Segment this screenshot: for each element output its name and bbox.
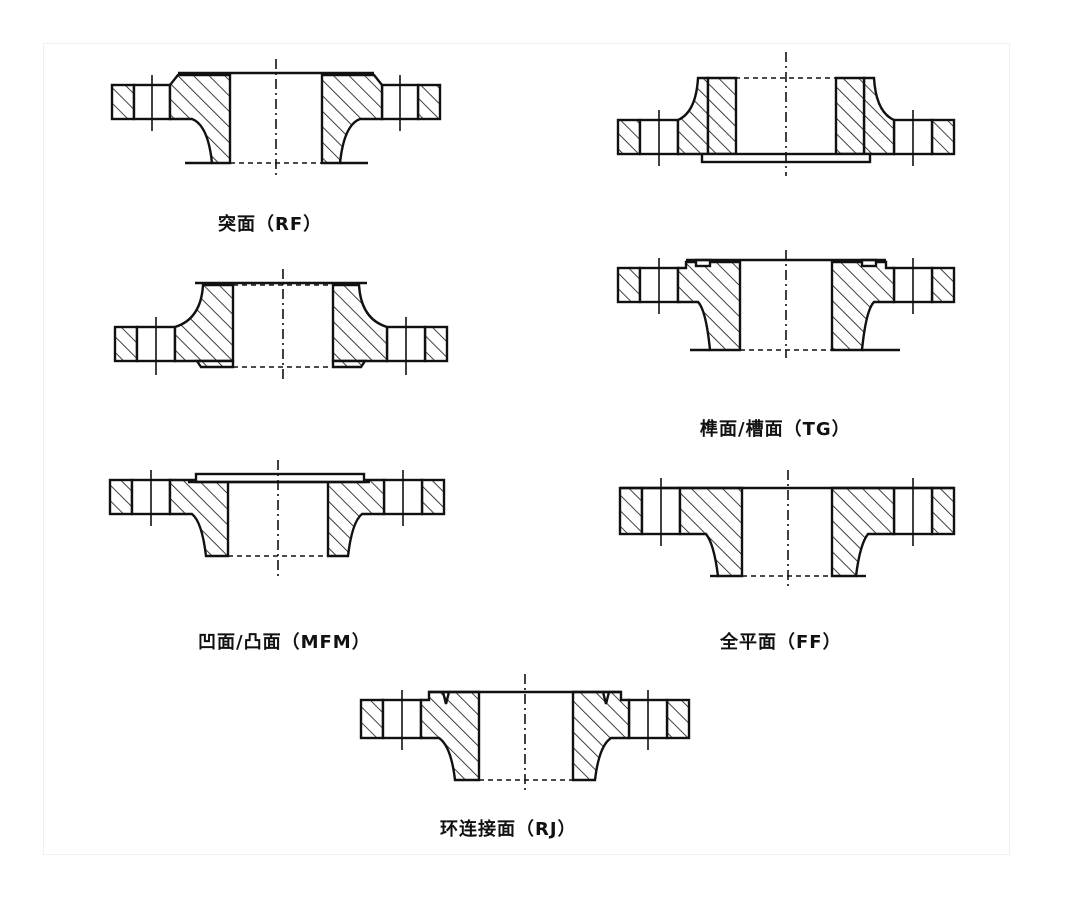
flange-wn-drawing (113, 269, 449, 379)
caption-tg: 榫面/槽面（TG） (700, 419, 851, 440)
flange-mfm-drawing (108, 460, 446, 578)
caption-rj: 环连接面（RJ） (440, 819, 577, 840)
flange-tg-tongue-drawing (616, 250, 956, 358)
caption-mfm: 凹面/凸面（MFM） (198, 632, 371, 653)
flange-tg-drawing (616, 52, 956, 176)
flange-rf-drawing (110, 59, 442, 175)
caption-ff: 全平面（FF） (720, 632, 842, 653)
caption-rf: 突面（RF） (218, 214, 323, 235)
flange-ff-drawing (618, 470, 956, 588)
flange-rj-drawing (359, 674, 691, 790)
drawing-sheet (44, 44, 1009, 854)
